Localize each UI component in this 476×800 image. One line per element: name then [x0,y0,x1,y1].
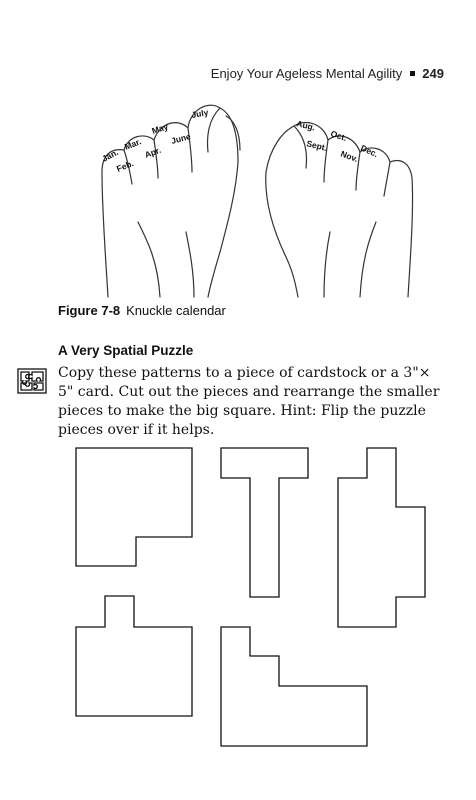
month-label-aug: Aug. [296,118,317,132]
month-label-nov: Nov. [339,148,359,163]
figure-caption: Figure 7-8 Knuckle calendar [58,303,226,318]
month-label-mar: Mar. [123,136,143,152]
figure-caption-text: Knuckle calendar [126,303,226,318]
puzzle-piece-1 [75,447,193,567]
month-label-apr: Apr. [143,145,162,160]
puzzle-icon [17,368,47,394]
puzzle-piece-2 [220,447,309,598]
figure-label: Figure 7-8 [58,303,121,318]
month-label-june: June [170,131,192,146]
running-header: Enjoy Your Ageless Mental Agility 249 [211,66,444,81]
month-label-july: July [191,107,210,120]
page-number: 249 [422,66,444,81]
section-heading: A Very Spatial Puzzle [58,343,194,358]
puzzle-pieces [75,447,426,747]
month-label-feb: Feb. [115,158,135,174]
puzzle-piece-5 [220,626,368,747]
month-label-dec: Dec. [359,143,379,159]
month-label-sept: Sept. [306,138,329,153]
header-separator [410,71,416,77]
puzzle-piece-4 [75,595,193,717]
puzzle-piece-3 [337,447,426,628]
month-label-may: May [151,121,170,136]
instructions-paragraph: Copy these patterns to a piece of cardst… [58,365,440,438]
header-title: Enjoy Your Ageless Mental Agility [210,66,403,81]
knuckle-calendar-illustration: Jan. Feb. Mar. Apr. May June July Aug. S… [100,104,414,298]
month-label-oct: Oct. [329,128,348,143]
